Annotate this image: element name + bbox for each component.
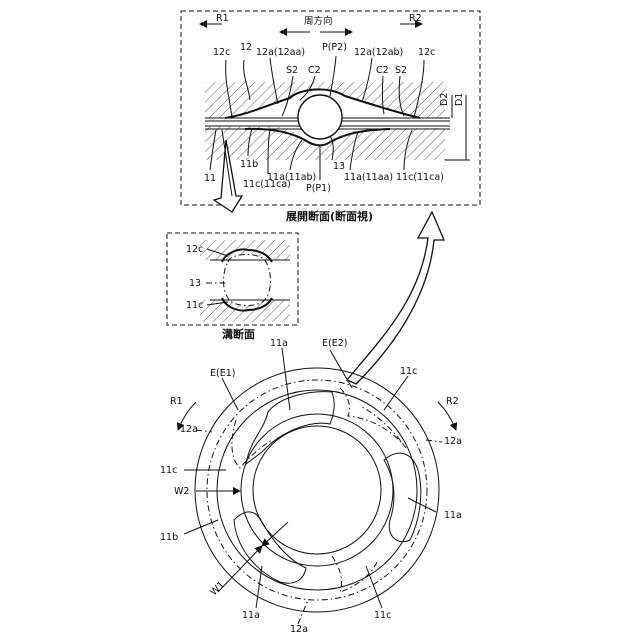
- label-12c-right: 12c: [418, 47, 435, 58]
- label-ring-12a-left: 12a: [180, 424, 198, 435]
- label-ring-w2: W2: [174, 486, 189, 497]
- groove-11a-top: [246, 392, 334, 464]
- leader-ring-11b: [184, 520, 218, 534]
- inner-ring-outer: [241, 414, 393, 566]
- groove-ball-outline: [224, 255, 271, 306]
- label-ring-11a-top: 11a: [270, 338, 288, 349]
- label-p-p2: P(P2): [322, 42, 347, 53]
- label-ring-e1: E(E1): [210, 368, 235, 379]
- label-ring-12a-bottom: 12a: [290, 624, 308, 635]
- groove-section-view: 12c 13 11c 溝断面: [167, 233, 298, 341]
- label-c2-left: C2: [308, 65, 321, 76]
- ring-view: 11a E(E2) E(E1) 11c R1 R2 12a 12a 11c W2…: [160, 338, 462, 635]
- label-11a-aa: 11a(11aa): [344, 172, 393, 183]
- label-12c-left: 12c: [213, 47, 230, 58]
- label-11: 11: [204, 173, 216, 184]
- label-ring-12a-right: 12a: [444, 436, 462, 447]
- label-r1: R1: [216, 13, 229, 24]
- label-ring-11c-left: 11c: [160, 465, 177, 476]
- ball: [298, 95, 342, 139]
- label-d2: D2: [439, 93, 450, 106]
- label-11a-ab: 11a(11ab): [267, 172, 316, 183]
- label-s2-left: S2: [286, 65, 298, 76]
- label-ring-11a-right: 11a: [444, 510, 462, 521]
- inner-ring-inner: [253, 426, 381, 554]
- label-12: 12: [240, 42, 252, 53]
- label-ring-r2: R2: [446, 396, 459, 407]
- label-12a-aa: 12a(12aa): [256, 47, 305, 58]
- label-12a-ab: 12a(12ab): [354, 47, 403, 58]
- outer-ring-inner: [217, 390, 417, 590]
- label-13: 13: [333, 161, 345, 172]
- label-r2: R2: [409, 13, 422, 24]
- label-11c-ca-right: 11c(11ca): [396, 172, 444, 183]
- up-curved-arrow: [347, 212, 444, 384]
- label-circumferential: 周方向: [304, 15, 333, 27]
- label-c2-right: C2: [376, 65, 389, 76]
- leader-ring-11a-right: [408, 498, 436, 512]
- label-ring-w1: W1: [208, 579, 227, 598]
- label-ring-e2: E(E2): [322, 338, 347, 349]
- groove-11c-left-dashed: [232, 420, 272, 468]
- caption-groove-view: 溝断面: [222, 327, 255, 341]
- label-groove-13: 13: [189, 278, 201, 289]
- label-groove-11c: 11c: [186, 300, 203, 311]
- groove-11a-bottom-left: [234, 512, 306, 583]
- label-ring-11a-bottom: 11a: [242, 610, 260, 621]
- leader-ring-11a-bottom: [256, 566, 262, 608]
- leader-ring-e1: [222, 378, 238, 410]
- label-ring-11c-bottom: 11c: [374, 610, 391, 621]
- label-groove-12c: 12c: [186, 244, 203, 255]
- label-s2-right: S2: [395, 65, 407, 76]
- label-ring-11b: 11b: [160, 532, 178, 543]
- label-ring-r1: R1: [170, 396, 183, 407]
- label-p-p1: P(P1): [306, 183, 331, 194]
- caption-expanded-view: 展開断面(断面視): [285, 209, 373, 223]
- label-d1: D1: [454, 93, 465, 106]
- outer-ring-outer: [195, 368, 439, 612]
- label-11b: 11b: [240, 159, 258, 170]
- label-ring-11c-top: 11c: [400, 366, 417, 377]
- leader-ring-12a-left: [196, 430, 212, 432]
